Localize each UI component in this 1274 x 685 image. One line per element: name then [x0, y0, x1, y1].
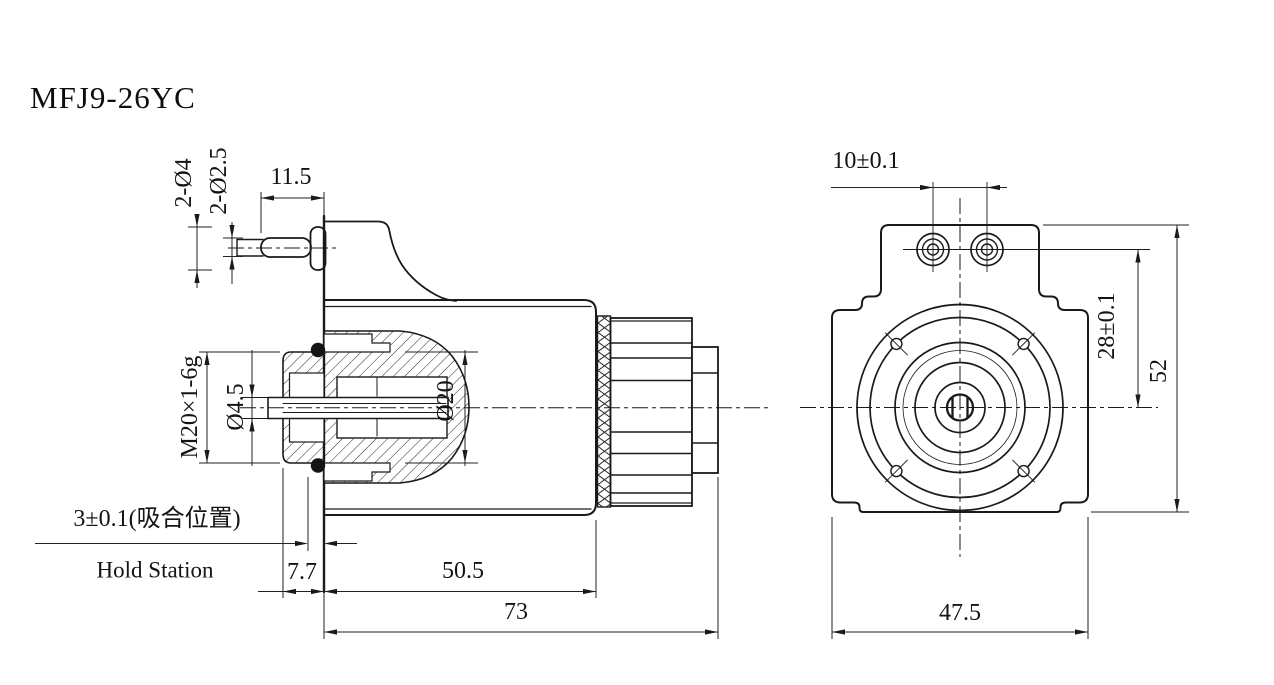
o-ring-top: [310, 342, 326, 358]
dim-pin-length-label: 11.5: [270, 164, 312, 190]
dim-pin-spacing-label: 10±0.1: [832, 148, 900, 174]
dim-body-length-label: 50.5: [442, 558, 484, 584]
dim-width-label: 47.5: [939, 600, 981, 626]
dim-height-label: 52: [1146, 359, 1172, 383]
dim-mount-height-label: 28±0.1: [1094, 292, 1120, 360]
knurled-ring: [596, 315, 612, 508]
right-view-arrowheads: [832, 184, 1180, 635]
dim-total-length-label: 73: [504, 599, 528, 625]
left-view-centerlines: [228, 247, 770, 409]
right-view-dimension-lines: [831, 187, 1189, 639]
o-ring-bottom: [310, 458, 326, 473]
dim-tube-diameter-label: Ø20: [433, 380, 459, 422]
right-view-centerlines: [800, 182, 1158, 557]
dim-rod-diameter-label: Ø4.5: [223, 383, 249, 431]
dim-hold-station-cn-label: 3±0.1(吸合位置): [73, 506, 241, 532]
left-view-linework: [236, 214, 719, 594]
left-view-dimension-lines: [35, 192, 719, 639]
dim-pin-inner-label: 2-Ø2.5: [206, 147, 232, 215]
left-view-arrowheads: [194, 195, 718, 635]
dim-pin-outer-label: 2-Ø4: [171, 158, 197, 208]
drawing-title: MFJ9-26YC: [30, 80, 196, 115]
dim-plate-offset-label: 7.7: [287, 559, 317, 585]
dim-hold-station-en-label: Hold Station: [96, 557, 214, 583]
dim-thread-label: M20×1-6g: [177, 355, 203, 459]
